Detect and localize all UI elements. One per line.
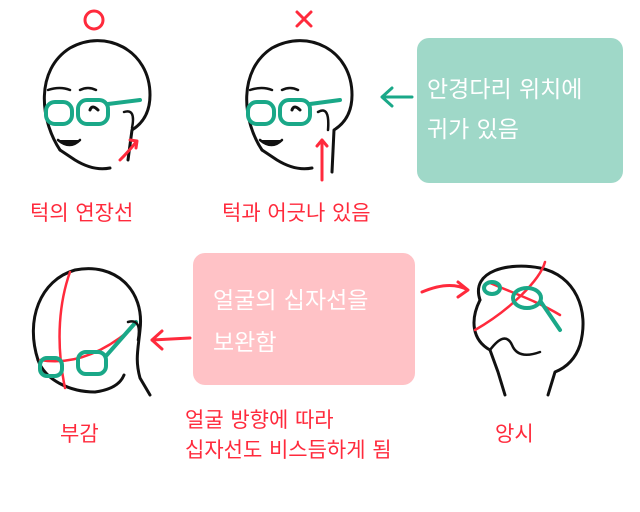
good-caption: 턱의 연장선 — [30, 201, 134, 225]
bad-caption: 턱과 어긋나 있음 — [222, 201, 371, 225]
good-circle-icon — [83, 9, 105, 31]
arrow-right-red-icon — [420, 280, 470, 299]
ear-note-line1: 안경다리 위치에 — [427, 77, 583, 103]
head-high-angle — [31, 267, 152, 397]
high-angle-caption: 부감 — [60, 422, 99, 446]
cross-line-note-box: 얼굴의 십자선을 보완함 — [193, 253, 415, 385]
arrow-left-red-icon — [150, 329, 192, 351]
ear-position-note-box: 안경다리 위치에 귀가 있음 — [417, 38, 623, 183]
ear-note-line2: 귀가 있음 — [427, 117, 519, 143]
head-low-angle — [472, 260, 585, 397]
cross-note-line1: 얼굴의 십자선을 — [213, 288, 369, 314]
direction-line1: 얼굴 방향에 따라 — [185, 408, 334, 432]
arrow-left-icon — [380, 86, 414, 108]
cross-note-line2: 보완함 — [213, 330, 277, 356]
head-good-example — [42, 39, 152, 171]
head-bad-example — [245, 39, 354, 182]
direction-line2: 십자선도 비스듬하게 됨 — [185, 438, 392, 462]
bad-cross-icon — [295, 10, 313, 28]
low-angle-caption: 앙시 — [495, 422, 534, 446]
